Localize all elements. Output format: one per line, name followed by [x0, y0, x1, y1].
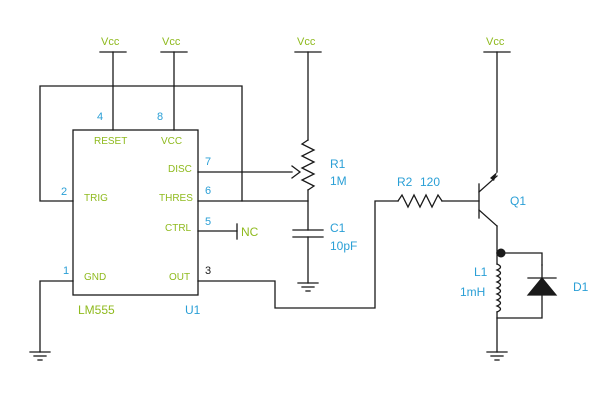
pin-label-gnd: GND [84, 272, 106, 283]
r2-resistor [397, 193, 480, 209]
vcc-label-reset: Vcc [101, 36, 120, 48]
r1-potentiometer [291, 51, 316, 231]
d1-diode [526, 264, 558, 296]
pin-num-out: 3 [205, 265, 211, 277]
d1-ref: D1 [573, 280, 589, 294]
l1-inductor [495, 248, 543, 353]
pin-num-vcc: 8 [157, 111, 163, 123]
vcc-label-q1: Vcc [486, 36, 505, 48]
pin-label-ctrl: CTRL [165, 223, 192, 234]
q1-transistor [478, 51, 498, 254]
pin-label-out: OUT [169, 272, 190, 283]
vcc-label-vcc: Vcc [162, 36, 181, 48]
c1-capacitor [292, 229, 324, 292]
ic-name: LM555 [78, 303, 115, 317]
pin-label-thres: THRES [159, 193, 193, 204]
vcc-label-r1: Vcc [297, 36, 316, 48]
pin-label-disc: DISC [168, 164, 192, 175]
ic-wiring [39, 51, 399, 353]
pin-num-gnd: 1 [63, 265, 69, 277]
ground-symbol-ic [29, 351, 51, 361]
r2-ref: R2 [397, 175, 413, 189]
c1-value: 10pF [330, 239, 357, 253]
c1-ref: C1 [330, 221, 346, 235]
ground-symbol-output [486, 351, 508, 361]
pin-num-disc: 7 [205, 156, 211, 168]
ic-body [72, 129, 199, 296]
r1-value: 1M [330, 174, 347, 188]
l1-ref: L1 [474, 265, 488, 279]
r2-value: 120 [420, 175, 440, 189]
r1-ref: R1 [330, 157, 346, 171]
pin-label-reset: RESET [94, 136, 127, 147]
pin-label-vcc: VCC [161, 136, 182, 147]
l1-value: 1mH [460, 285, 485, 299]
pin-num-thres: 6 [205, 185, 211, 197]
ic-ref: U1 [185, 303, 201, 317]
q1-ref: Q1 [510, 194, 526, 208]
pin-label-trig: TRIG [84, 193, 108, 204]
nc-label: NC [241, 225, 259, 239]
pin-num-reset: 4 [97, 111, 103, 123]
pin-num-trig: 2 [61, 186, 67, 198]
pin-num-ctrl: 5 [205, 216, 211, 228]
